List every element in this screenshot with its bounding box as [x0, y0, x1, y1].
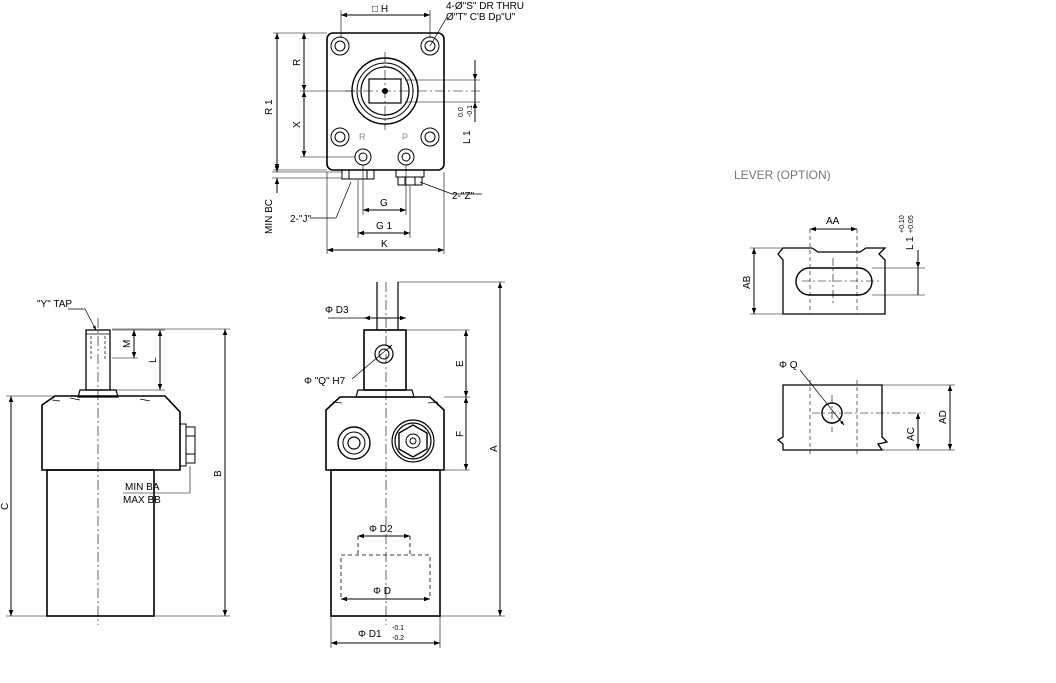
dim-m: M — [122, 340, 133, 348]
lever-top-outline — [777, 247, 887, 315]
bottom-fittings — [341, 169, 425, 186]
dim-l1-top: L 1 — [462, 130, 473, 144]
dim-ac: AC — [906, 427, 917, 441]
side-cylinder — [46, 469, 155, 617]
lever-side-outline — [776, 384, 889, 451]
front-head-block — [325, 396, 445, 471]
tol-l1-lever-upper: +0.10 — [899, 215, 906, 233]
dim-q-lever: Φ Q — [779, 360, 798, 371]
dim-x: X — [292, 121, 303, 128]
dim-d3: Φ D3 — [325, 305, 349, 316]
front-cylinder — [330, 469, 441, 617]
lever-side-labels: Φ Q AC AD — [779, 360, 949, 441]
lever-top-view — [750, 226, 925, 315]
dim-g: G — [380, 198, 388, 209]
dim-q-h7: Φ "Q" H7 — [304, 376, 346, 387]
hole-note-2: Ø"T" C'B Dp"U" — [446, 12, 516, 23]
dim-min-ba: MIN BA — [125, 482, 160, 493]
dim-max-bb: MAX BB — [123, 495, 161, 506]
dim-f: F — [455, 431, 466, 437]
dim-k: K — [381, 239, 388, 250]
lever-top-labels: AA AB L 1 +0.10 +0.05 — [742, 215, 916, 289]
hole-note-1: 4-Ø"S" DR THRU — [446, 1, 524, 12]
dim-l: L — [148, 357, 159, 363]
dim-j: 2-"J" — [290, 214, 311, 225]
dim-a: A — [489, 445, 500, 452]
lever-side-view — [776, 369, 955, 455]
tol-l1-top-upper: 0.0 — [458, 107, 465, 117]
dim-e: E — [455, 360, 466, 367]
lever-slot — [795, 267, 873, 296]
dim-d: Φ D — [373, 586, 391, 597]
dim-r1: R 1 — [264, 99, 275, 115]
dim-ab: AB — [742, 275, 753, 289]
dim-r: R — [292, 59, 303, 66]
front-clamp-block — [363, 329, 407, 391]
dim-d2: Φ D2 — [369, 524, 393, 535]
mounting-holes — [330, 36, 440, 147]
dim-g1: G 1 — [376, 221, 393, 232]
dim-aa: AA — [826, 216, 840, 227]
tol-d1-upper: -0.1 — [392, 625, 404, 632]
dim-c: C — [0, 503, 11, 510]
port-r-label: R — [359, 132, 366, 142]
front-view — [325, 281, 505, 648]
tol-d1-lower: -0.2 — [392, 635, 404, 642]
dim-h: □ H — [372, 4, 388, 15]
port-p-label: P — [402, 132, 408, 142]
y-tap-label: "Y" TAP — [37, 299, 72, 310]
top-view-labels: □ H 4-Ø"S" DR THRU Ø"T" C'B Dp"U" R 1 R … — [264, 1, 524, 250]
top-view — [272, 10, 482, 254]
lever-title: LEVER (OPTION) — [734, 168, 831, 182]
top-body-outline — [326, 32, 445, 171]
dim-min-bc: MIN BC — [264, 199, 275, 234]
side-view-labels: "Y" TAP M L MIN BA MAX BB B C — [0, 299, 224, 510]
dim-l1-lever: L 1 — [905, 236, 916, 250]
port-fittings — [354, 148, 415, 166]
dim-d1: Φ D1 — [358, 629, 382, 640]
tol-l1-top-lower: -0.1 — [467, 105, 474, 117]
dim-b: B — [213, 470, 224, 477]
side-view — [6, 308, 230, 625]
dim-z: 2-"Z" — [452, 191, 475, 202]
tol-l1-lever-lower: +0.05 — [908, 215, 915, 233]
front-view-labels: Φ D3 Φ "Q" H7 E F A Φ D2 Φ D Φ D1 -0.1 -… — [304, 305, 500, 642]
dim-ad: AD — [938, 410, 949, 424]
side-head-block — [41, 395, 181, 471]
